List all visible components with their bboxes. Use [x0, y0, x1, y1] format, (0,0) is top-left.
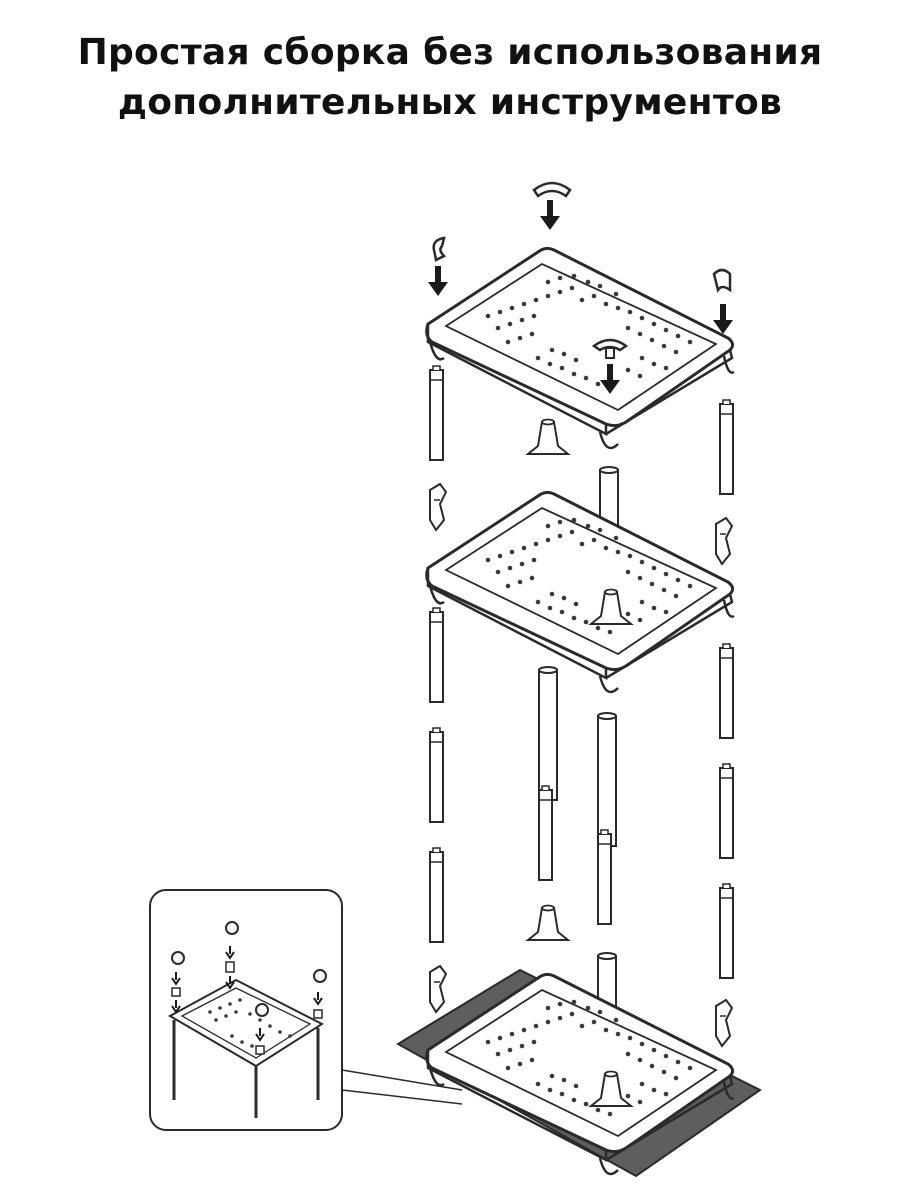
- pole-center: [538, 785, 553, 881]
- hub-connector: [527, 418, 569, 455]
- top-shelf: [425, 246, 736, 450]
- title-line-1: Простая сборка без использования: [77, 32, 823, 73]
- middle-shelf: [425, 490, 736, 694]
- pole-left: [429, 727, 444, 823]
- pole-right: [719, 883, 734, 979]
- pole-center: [597, 829, 612, 925]
- clip-right: [715, 517, 733, 565]
- pole-right: [719, 763, 734, 859]
- arrow-icon: [540, 200, 560, 230]
- page-title: Простая сборка без использования дополни…: [0, 28, 900, 128]
- pole-left: [429, 847, 444, 943]
- pole-right: [719, 643, 734, 739]
- pole-left: [429, 365, 444, 461]
- arrow-icon: [428, 266, 448, 296]
- title-line-2: дополнительных инструментов: [117, 82, 783, 123]
- arrow-icon: [713, 304, 733, 334]
- hub-connector: [527, 904, 569, 941]
- pole-center: [538, 666, 558, 801]
- inset-detail: [149, 889, 463, 1131]
- top-cap-center: [532, 181, 572, 198]
- top-cap-right: [712, 268, 732, 294]
- pole-left: [429, 607, 444, 703]
- top-cap-left: [432, 236, 447, 262]
- clip-left: [429, 965, 447, 1013]
- clip-left: [429, 483, 447, 531]
- clip-right: [715, 999, 733, 1047]
- pole-right: [719, 399, 734, 495]
- top-cap-mid: [591, 338, 629, 359]
- pole-center: [597, 712, 617, 847]
